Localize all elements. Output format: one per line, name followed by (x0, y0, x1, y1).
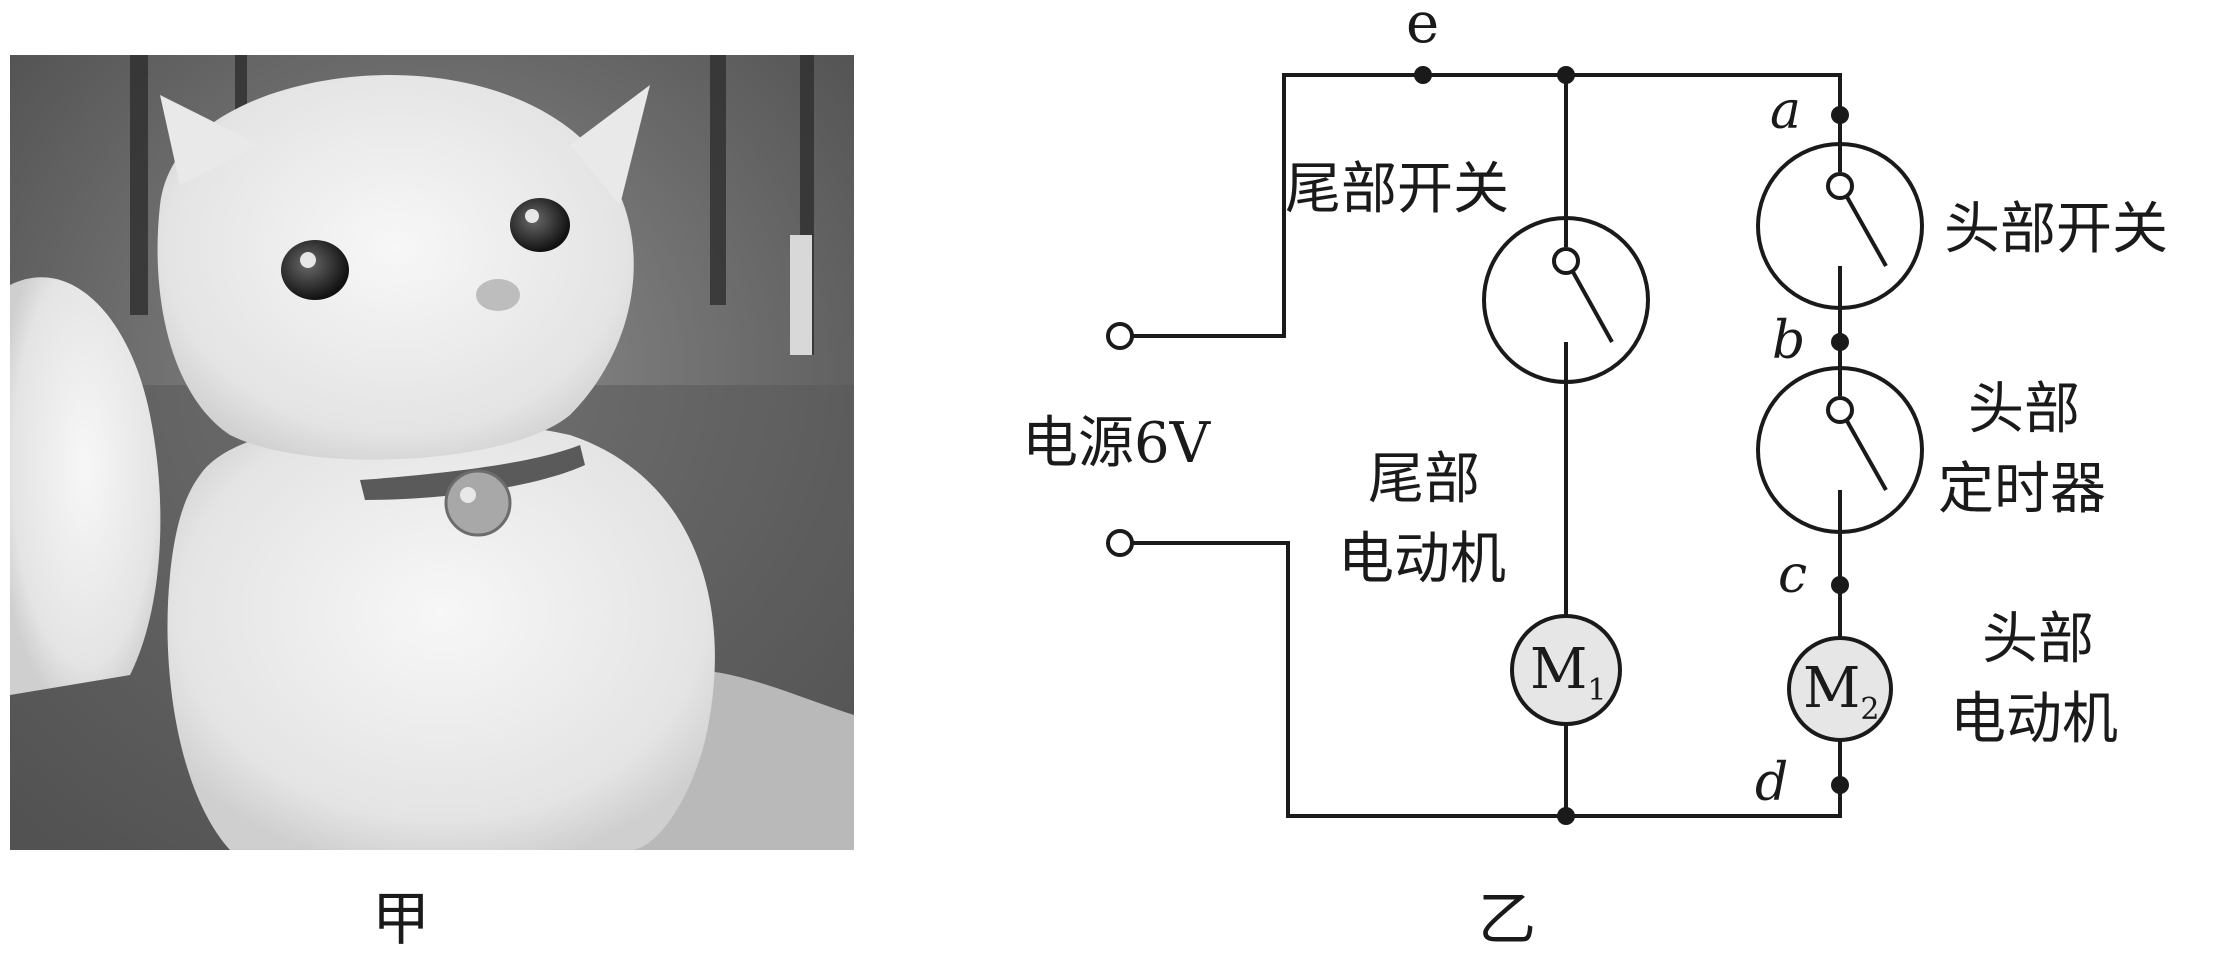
node-d-dot (1831, 776, 1849, 794)
right-eye (510, 198, 570, 252)
m2-label: M2 (1803, 656, 1879, 727)
m1-label: M1 (1530, 637, 1606, 708)
node-c-label: c (1778, 545, 1807, 605)
wire-top-lead (1131, 73, 1842, 338)
motor-m1 (1510, 614, 1622, 726)
power-terminal-bottom (1106, 529, 1134, 557)
head-switch-label: 头部开关 (1944, 197, 2168, 262)
node-a-dot (1831, 106, 1849, 124)
wires (1131, 73, 1842, 818)
white-post (790, 235, 812, 355)
raised-paw (10, 277, 161, 695)
head-motor-label-1: 头部 (1982, 607, 2094, 672)
left-ear (160, 95, 260, 185)
junction-top (1557, 66, 1575, 84)
head-timer (1756, 366, 1924, 534)
node-c-dot (1831, 576, 1849, 594)
right-ear (570, 85, 650, 205)
node-e-label: e (1406, 0, 1439, 56)
figure-label-yi: 乙 (1478, 885, 1537, 953)
tail-motor-label-2: 电动机 (1338, 527, 1506, 592)
plush-cat-photo (10, 55, 854, 850)
node-d-label: d (1755, 753, 1788, 813)
junction-bottom (1557, 807, 1575, 825)
motor-m2 (1787, 636, 1893, 742)
power-terminal-top (1106, 322, 1134, 350)
tail-motor-label-1: 尾部 (1368, 447, 1480, 512)
figure-label-jia: 甲 (372, 885, 431, 953)
head-timer-label-1: 头部 (1968, 377, 2080, 442)
tail-switch-label: 尾部开关 (1285, 157, 1509, 222)
power-label: 电源6V (1022, 411, 1212, 476)
tail-switch (1482, 216, 1650, 384)
left-eye (281, 240, 349, 300)
head-motor-label-2: 电动机 (1950, 687, 2118, 752)
cat-body (167, 418, 715, 850)
node-b-dot (1831, 333, 1849, 351)
bell (444, 469, 512, 537)
cat-head (157, 75, 634, 460)
head-switch (1756, 142, 1924, 310)
head-timer-label-2: 定时器 (1938, 457, 2106, 522)
node-a-label: a (1770, 81, 1801, 141)
nose (476, 279, 520, 311)
node-b-label: b (1772, 311, 1805, 371)
wire-bottom-lead (1131, 541, 1842, 818)
node-e-dot (1414, 66, 1432, 84)
